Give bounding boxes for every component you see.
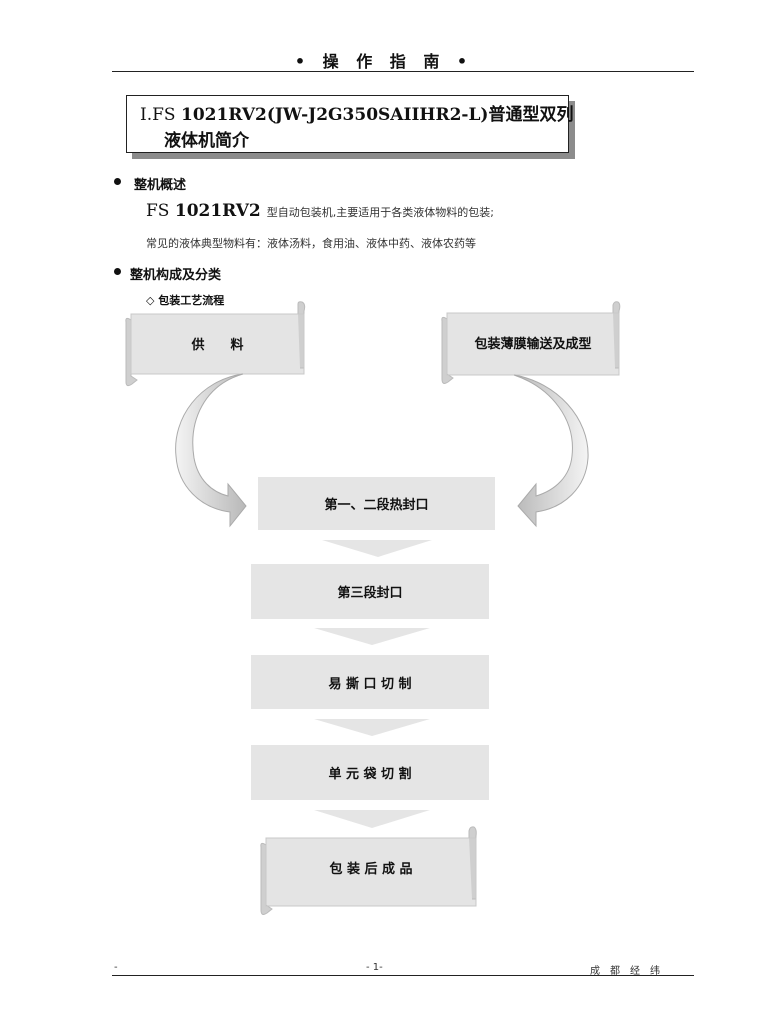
flow-step-box-1	[258, 477, 495, 530]
section-number: Ⅰ.	[140, 105, 153, 125]
overview-model-line: FS 1021RV2 型自动包装机,主要适用于各类液体物料的包装;	[146, 201, 494, 221]
section-title-rest: 普通型双列	[488, 105, 574, 125]
page-header-title: • 操 作 指 南 •	[294, 52, 474, 71]
down-arrow-icon	[314, 810, 430, 828]
overview-model-prefix: FS	[146, 201, 175, 221]
section-model-code: 1021RV2(JW-J2G350SAIIHR2-L)	[180, 105, 489, 125]
header-rule	[112, 71, 694, 72]
section-title-line2: 液体机简介	[164, 131, 249, 151]
footer-rule	[112, 975, 694, 976]
flow-input-supply: 供 料	[191, 338, 244, 353]
bullet-icon	[114, 268, 121, 275]
down-arrow-icon	[322, 540, 432, 557]
section-title-line1: Ⅰ.FS 1021RV2(JW-J2G350SAIIHR2-L)普通型双列	[140, 100, 573, 125]
section-title-box	[126, 95, 569, 153]
scroll-shape-output	[260, 826, 477, 915]
curved-arrow-left-icon	[175, 373, 247, 528]
overview-description: 型自动包装机,主要适用于各类液体物料的包装;	[266, 206, 494, 219]
footer-left: -	[114, 962, 118, 973]
flow-input-film: 包装薄膜输送及成型	[474, 337, 592, 352]
flow-step-heat-seal-1-2: 第一、二段热封口	[324, 498, 429, 513]
page-number: - 1-	[366, 962, 383, 973]
flow-step-box-3	[251, 655, 489, 709]
flow-step-tear-notch: 易 撕 口 切 制	[328, 676, 412, 692]
down-arrow-icon	[314, 628, 430, 645]
overview-model-code: 1021RV2	[174, 201, 261, 221]
flow-step-box-2	[251, 564, 489, 619]
flow-step-seal-3: 第三段封口	[337, 586, 403, 601]
scroll-shape-supply	[125, 301, 306, 387]
section-model-prefix: FS	[152, 105, 181, 125]
flow-step-bag-cut: 单 元 袋 切 割	[328, 767, 412, 782]
composition-heading: 整机构成及分类	[130, 268, 222, 283]
flow-output-product: 包 装 后 成 品	[329, 862, 413, 877]
overview-materials: 常见的液体典型物料有：液体汤料，食用油、液体中药、液体农药等	[146, 237, 476, 250]
bullet-icon	[114, 178, 121, 185]
curved-arrow-right-icon	[513, 374, 589, 528]
process-flow-subheading: ◇ 包装工艺流程	[146, 294, 225, 307]
down-arrow-icon	[314, 719, 430, 736]
overview-heading: 整机概述	[134, 178, 187, 193]
scroll-shape-film	[441, 301, 621, 384]
overview-model: FS 1021RV2	[146, 201, 261, 221]
flow-step-box-4	[251, 745, 489, 800]
footer-company: 成 都 经 纬	[590, 966, 660, 977]
